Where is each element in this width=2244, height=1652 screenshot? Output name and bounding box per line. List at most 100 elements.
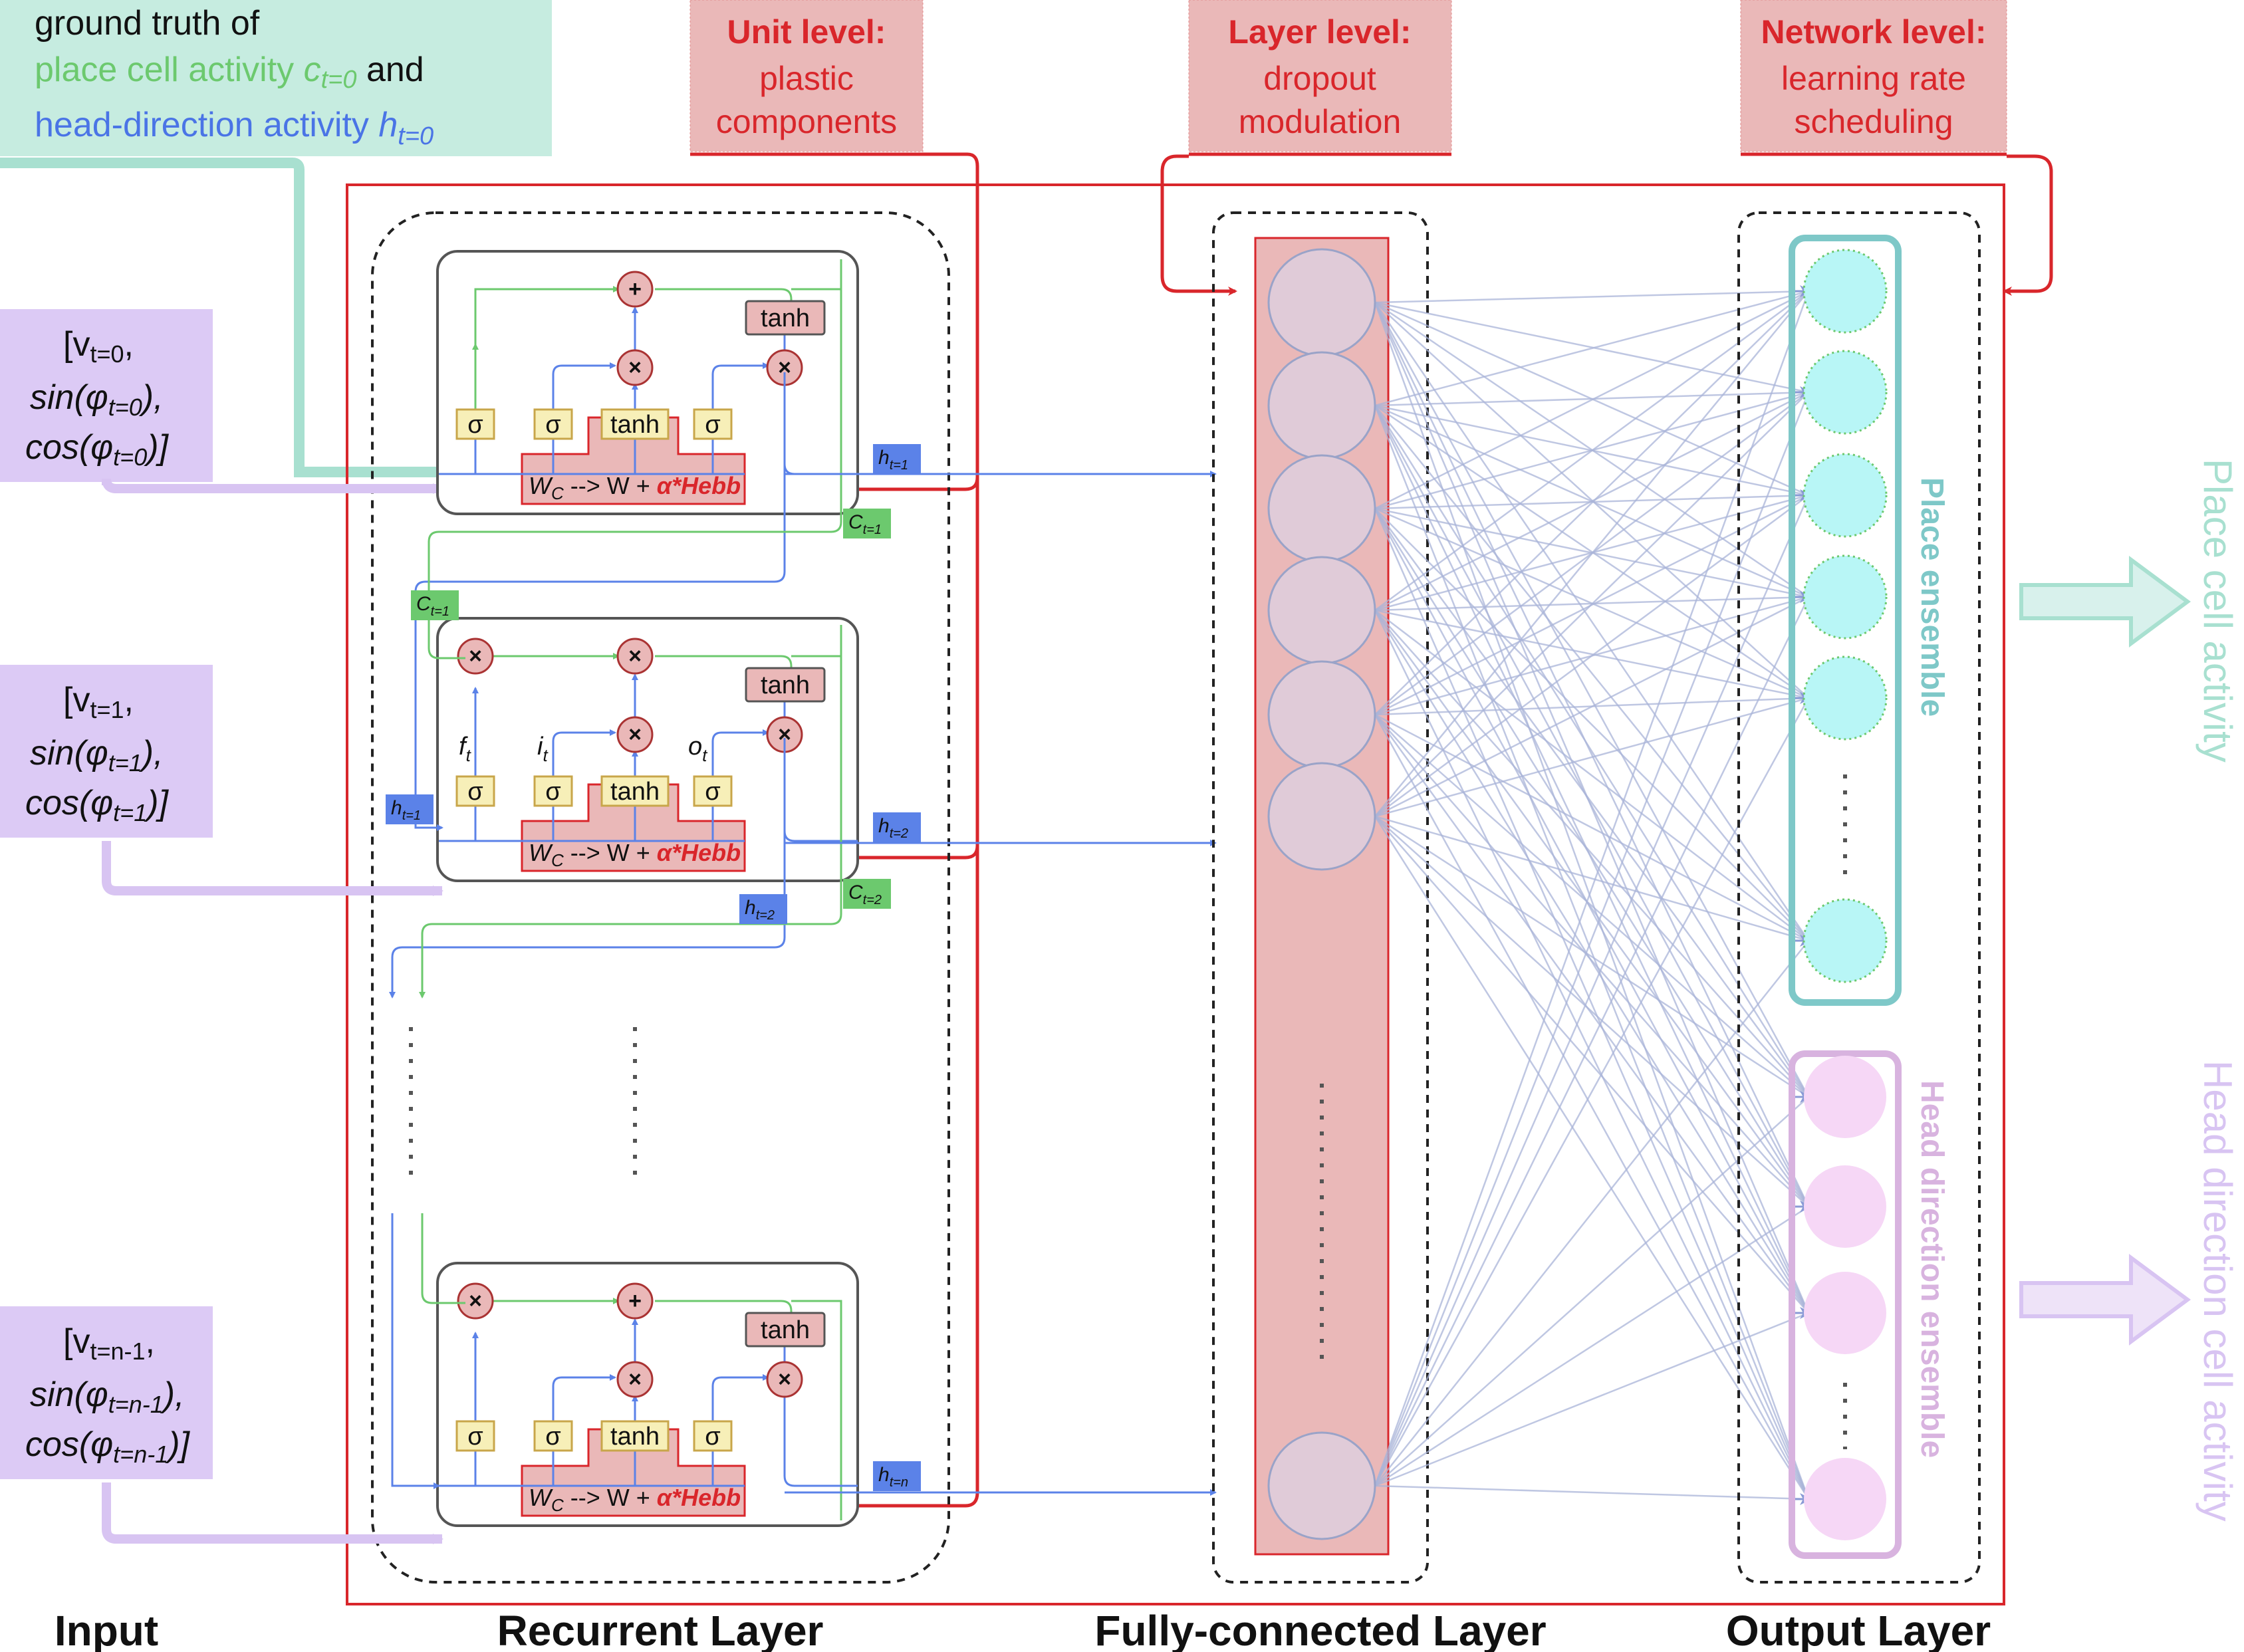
svg-text:σ: σ xyxy=(545,1423,561,1451)
place-output-label: Place cell activity xyxy=(2195,459,2240,763)
state-tag-c1: Ct=1 xyxy=(843,509,891,538)
gate-label: ot xyxy=(688,733,708,765)
hebb-block xyxy=(521,1428,746,1517)
svg-text:cos(φt=1)]: cos(φt=1)] xyxy=(25,784,170,826)
place-ensemble-label: Place ensemble xyxy=(1914,477,1949,717)
hebb-formula: WC --> W + α*Hebb xyxy=(529,1484,741,1515)
ground-truth-box xyxy=(0,0,552,156)
fc-edge xyxy=(1374,609,1809,699)
h-to-fc-arrows xyxy=(785,471,1217,1496)
fc-edge xyxy=(1374,302,1810,1500)
svg-text:tanh: tanh xyxy=(610,778,660,806)
svg-text:σ: σ xyxy=(467,411,483,439)
svg-text:tanh: tanh xyxy=(761,304,810,332)
svg-text:[vt=0,: [vt=0, xyxy=(63,325,134,368)
head-output-label: Head direction cell activity xyxy=(2195,1060,2240,1522)
fc-edge xyxy=(1374,495,1810,1486)
svg-text:plastic: plastic xyxy=(759,60,854,97)
fc-edge xyxy=(1374,508,1810,1098)
candidate-tanh: tanh xyxy=(600,775,670,807)
fc-edge xyxy=(1374,392,1809,817)
output-gate-sigma: σ xyxy=(693,408,733,440)
place-ensemble-frame xyxy=(1789,235,1902,1006)
state-tag-h1: ht=1 xyxy=(873,444,921,474)
svg-text:×: × xyxy=(628,722,642,747)
svg-text:learning rate: learning rate xyxy=(1781,60,1966,97)
ground-truth-line1: ground truth of xyxy=(35,4,260,43)
output-multiply-op: × xyxy=(766,716,803,753)
place-cell-node xyxy=(1803,249,1888,334)
svg-text:components: components xyxy=(716,103,897,140)
input-multiply-op: × xyxy=(616,1361,654,1398)
svg-text:×: × xyxy=(469,644,482,669)
fc-edge xyxy=(1374,714,1809,1098)
forget-gate-sigma: σ xyxy=(455,1420,495,1452)
hebb-formula: WC --> W + α*Hebb xyxy=(529,839,741,870)
fc-edge xyxy=(1374,302,1810,1207)
head-output-arrow xyxy=(2019,1254,2191,1346)
svg-text:cos(φt=0)]: cos(φt=0)] xyxy=(25,428,170,471)
svg-text:×: × xyxy=(628,355,642,380)
place-cell-node xyxy=(1803,655,1888,741)
state-tag-hn: ht=n xyxy=(873,1461,921,1491)
svg-text:tanh: tanh xyxy=(761,1316,810,1344)
fc-edge xyxy=(1374,1312,1809,1487)
fc-edge xyxy=(1374,940,1809,1486)
fc-edge xyxy=(1374,291,1810,1486)
place-cell-node xyxy=(1803,350,1888,435)
hebb-block xyxy=(521,416,746,505)
fc-edge xyxy=(1374,610,1810,1500)
unit-level-connector xyxy=(738,152,979,1508)
fc-edge xyxy=(1374,508,1810,1314)
svg-text:ht=2: ht=2 xyxy=(878,815,908,841)
unit-level-box: Unit level: plastic components xyxy=(689,0,924,156)
head-cell-node xyxy=(1804,1458,1886,1540)
output-layer-container xyxy=(1737,211,1981,1584)
forget-multiply-op: × xyxy=(457,1282,494,1320)
fc-edge xyxy=(1374,713,1809,942)
cell-tanh-box: tanh xyxy=(745,1312,826,1348)
svg-text:[vt=1,: [vt=1, xyxy=(63,681,134,723)
fc-edge xyxy=(1374,714,1810,1314)
input-multiply-op: × xyxy=(616,349,654,386)
input-arrow xyxy=(102,1482,443,1544)
svg-text:sin(φt=1),: sin(φt=1), xyxy=(30,734,164,776)
svg-text:+: + xyxy=(628,1288,642,1314)
svg-text:σ: σ xyxy=(545,411,561,439)
svg-text:Layer level:: Layer level: xyxy=(1228,13,1411,51)
fc-edge xyxy=(1374,302,1810,941)
input-multiply-op: × xyxy=(616,716,654,753)
state-tag-c2: Ct=2 xyxy=(843,879,891,909)
fc-edge xyxy=(1374,494,1809,818)
output-gate-sigma: σ xyxy=(693,1420,733,1452)
output-gate-sigma: σ xyxy=(693,775,733,807)
svg-text:σ: σ xyxy=(467,1423,483,1451)
fc-edge xyxy=(1374,301,1809,394)
svg-text:modulation: modulation xyxy=(1239,103,1402,140)
cell-tanh-box: tanh xyxy=(745,300,826,336)
place-cell-node xyxy=(1803,554,1888,640)
svg-text:Network level:: Network level: xyxy=(1761,13,1986,51)
fc-edge xyxy=(1374,610,1810,1207)
svg-text:+: + xyxy=(628,277,642,302)
layer-level-box: Layer level: dropout modulation xyxy=(1188,0,1452,156)
fc-node xyxy=(1267,454,1376,563)
state-tag-h1: ht=1 xyxy=(386,794,434,824)
svg-text:×: × xyxy=(778,355,791,380)
hebb-formula: WC --> W + α*Hebb xyxy=(529,472,741,503)
head-ensemble-frame xyxy=(1789,1050,1902,1559)
svg-text:×: × xyxy=(778,722,791,747)
input-gate-sigma: σ xyxy=(533,1420,573,1452)
network-level-box: Network level: learning rate scheduling xyxy=(1740,0,2007,156)
fc-edge xyxy=(1374,610,1809,1098)
svg-text:[vt=n-1,: [vt=n-1, xyxy=(63,1322,155,1365)
fc-edge xyxy=(1374,508,1810,1500)
hebb-block xyxy=(521,783,746,872)
gate-label: it xyxy=(537,733,549,765)
svg-text:scheduling: scheduling xyxy=(1794,103,1953,140)
fc-edge xyxy=(1374,405,1810,1500)
fc-layer-label: Fully-connected Layer xyxy=(1094,1607,1546,1652)
state-tag-c1: Ct=1 xyxy=(411,590,459,620)
fc-edge xyxy=(1374,392,1810,1486)
